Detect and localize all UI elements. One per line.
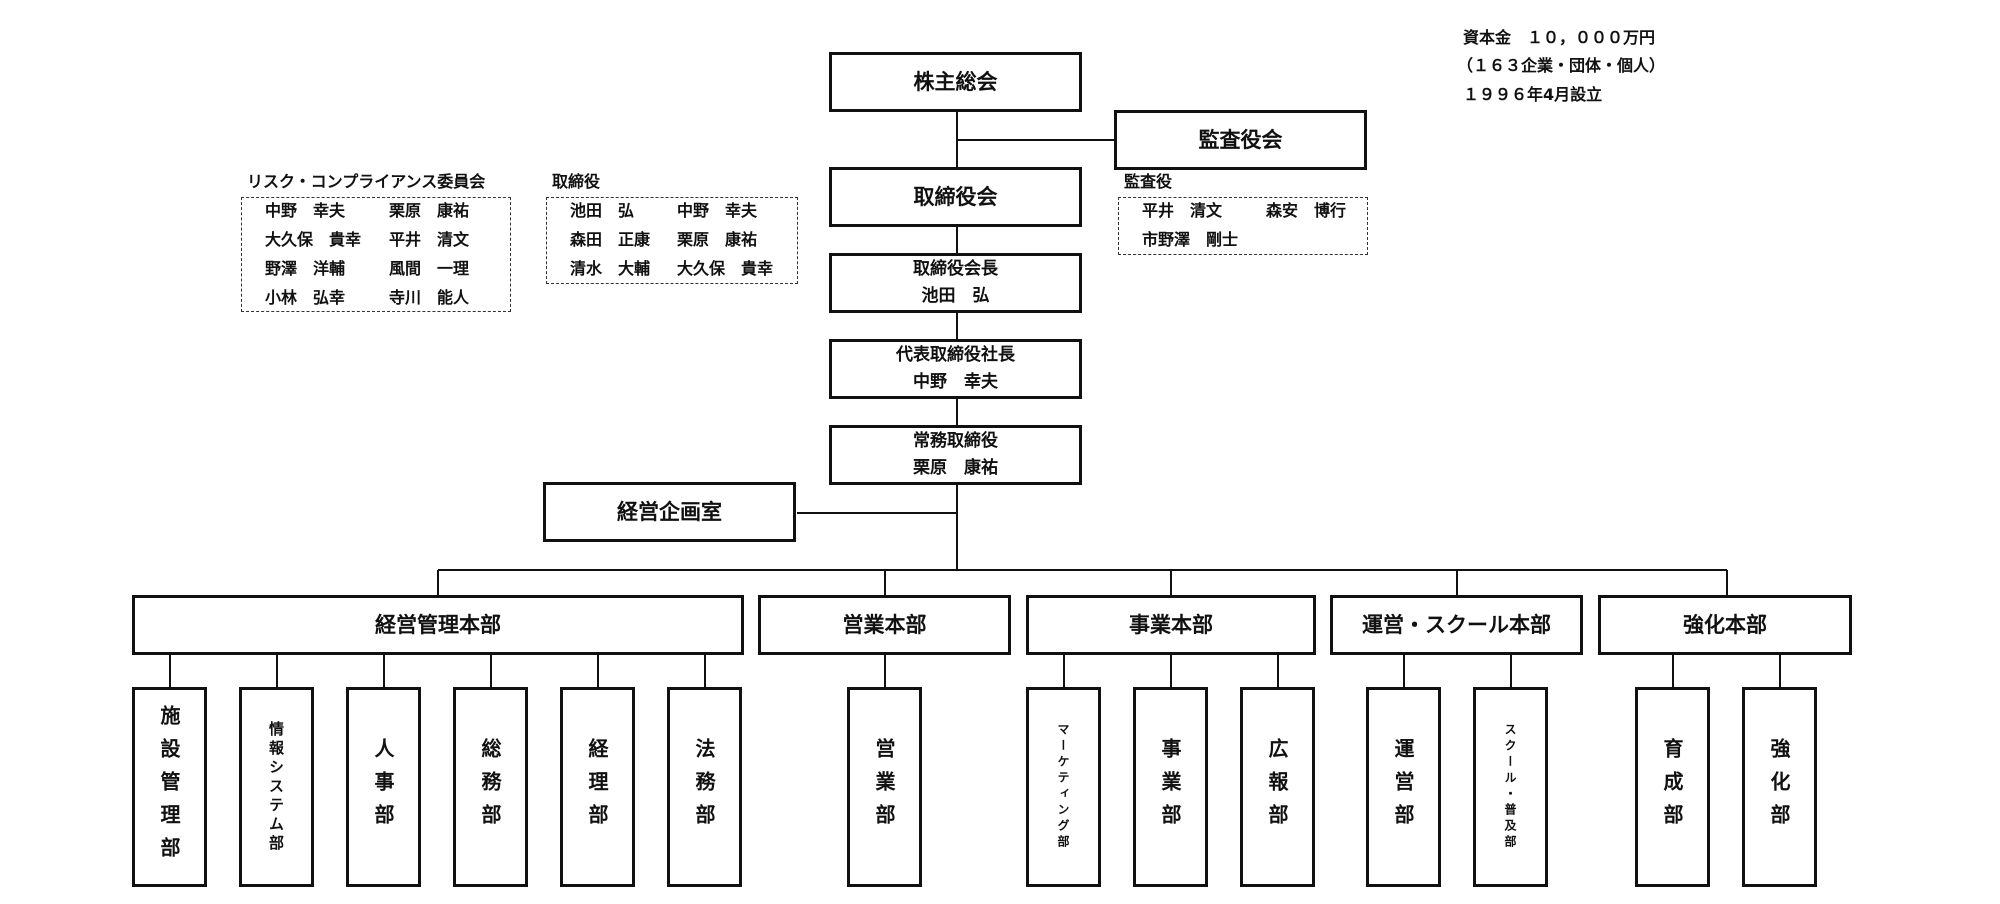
directors-title: 取締役: [552, 172, 601, 191]
department-label: 広報部: [1265, 737, 1289, 837]
auditor-member: 平井 清文: [1142, 201, 1223, 220]
department-label: 運営部: [1391, 737, 1415, 837]
president-box: 代表取締役社長 中野 幸夫: [829, 339, 1082, 399]
chairman-box: 取締役会長 池田 弘: [829, 253, 1082, 313]
planning-office-box: 経営企画室: [543, 482, 796, 542]
risk-member: 小林 弘幸: [265, 288, 346, 307]
department-label: 情報システム部: [267, 720, 285, 854]
department-box: 営業部: [847, 687, 922, 887]
department-label: 施設管理部: [157, 704, 181, 870]
division-label: 経営管理本部: [375, 612, 501, 637]
division-label: 営業本部: [842, 612, 927, 637]
department-box: 強化部: [1742, 687, 1817, 887]
department-label: 事業部: [1158, 737, 1182, 837]
department-box: 総務部: [453, 687, 528, 887]
directors-members-box: [546, 197, 798, 284]
director-member: 清水 大輔: [570, 259, 651, 278]
managing-director-name: 栗原 康祐: [913, 458, 998, 478]
department-label: マーケティング部: [1056, 723, 1070, 851]
president-name: 中野 幸夫: [913, 372, 998, 392]
department-box: 育成部: [1635, 687, 1710, 887]
department-box: 広報部: [1240, 687, 1315, 887]
director-member: 中野 幸夫: [677, 201, 758, 220]
board-of-directors-label: 取締役会: [913, 184, 998, 209]
department-label: 法務部: [692, 737, 716, 837]
department-label: 育成部: [1660, 737, 1684, 837]
department-box: 経理部: [560, 687, 635, 887]
department-label: 総務部: [478, 737, 502, 837]
division-operations-school: 運営・スクール本部: [1330, 595, 1583, 655]
risk-member: 平井 清文: [389, 230, 470, 249]
department-box: 事業部: [1133, 687, 1208, 887]
auditors-title: 監査役: [1124, 172, 1173, 191]
department-label: 経理部: [585, 737, 609, 837]
president-title: 代表取締役社長: [896, 345, 1015, 365]
department-box: スクール・普及部: [1473, 687, 1548, 887]
chairman-title: 取締役会長: [913, 259, 998, 279]
board-of-directors-box: 取締役会: [829, 167, 1082, 227]
risk-committee-title: リスク・コンプライアンス委員会: [247, 172, 486, 191]
risk-member: 栗原 康祐: [389, 201, 470, 220]
director-member: 池田 弘: [570, 201, 635, 220]
director-member: 大久保 貴幸: [677, 259, 774, 278]
shareholders-count-text: （１６３企業・団体・個人）: [1457, 56, 1666, 75]
division-label: 強化本部: [1683, 612, 1767, 637]
director-member: 森田 正康: [570, 230, 651, 249]
auditor-member: 市野澤 剛士: [1142, 230, 1239, 249]
managing-director-box: 常務取締役 栗原 康祐: [829, 425, 1082, 485]
risk-member: 風間 一理: [389, 259, 470, 278]
shareholders-meeting-box: 株主総会: [829, 52, 1082, 112]
director-member: 栗原 康祐: [677, 230, 758, 249]
risk-member: 大久保 貴幸: [265, 230, 362, 249]
division-label: 運営・スクール本部: [1362, 612, 1551, 637]
managing-director-title: 常務取締役: [913, 431, 998, 451]
department-box: 法務部: [667, 687, 742, 887]
risk-member: 寺川 能人: [389, 288, 470, 307]
division-label: 事業本部: [1129, 612, 1213, 637]
chairman-name: 池田 弘: [921, 286, 990, 306]
division-management: 経営管理本部: [132, 595, 744, 655]
risk-member: 野澤 洋輔: [265, 259, 346, 278]
department-label: スクール・普及部: [1503, 723, 1517, 851]
planning-office-label: 経営企画室: [617, 499, 722, 524]
audit-board-box: 監査役会: [1114, 110, 1367, 170]
risk-committee-members-box: [241, 197, 511, 312]
capital-text: 資本金 １０，０００万円: [1463, 28, 1656, 47]
department-box: 施設管理部: [132, 687, 207, 887]
department-label: 人事部: [371, 737, 395, 837]
department-label: 強化部: [1767, 737, 1791, 837]
founded-text: １９９６年4月設立: [1463, 85, 1603, 104]
shareholders-meeting-label: 株主総会: [913, 69, 998, 94]
division-business: 事業本部: [1026, 595, 1316, 655]
risk-member: 中野 幸夫: [265, 201, 346, 220]
auditor-member: 森安 博行: [1266, 201, 1347, 220]
division-sales: 営業本部: [758, 595, 1011, 655]
department-box: マーケティング部: [1026, 687, 1101, 887]
department-box: 人事部: [346, 687, 421, 887]
department-label: 営業部: [872, 737, 896, 837]
audit-board-label: 監査役会: [1198, 127, 1283, 152]
department-box: 運営部: [1366, 687, 1441, 887]
department-box: 情報システム部: [239, 687, 314, 887]
auditors-members-box: [1118, 197, 1368, 255]
division-strengthening: 強化本部: [1598, 595, 1852, 655]
